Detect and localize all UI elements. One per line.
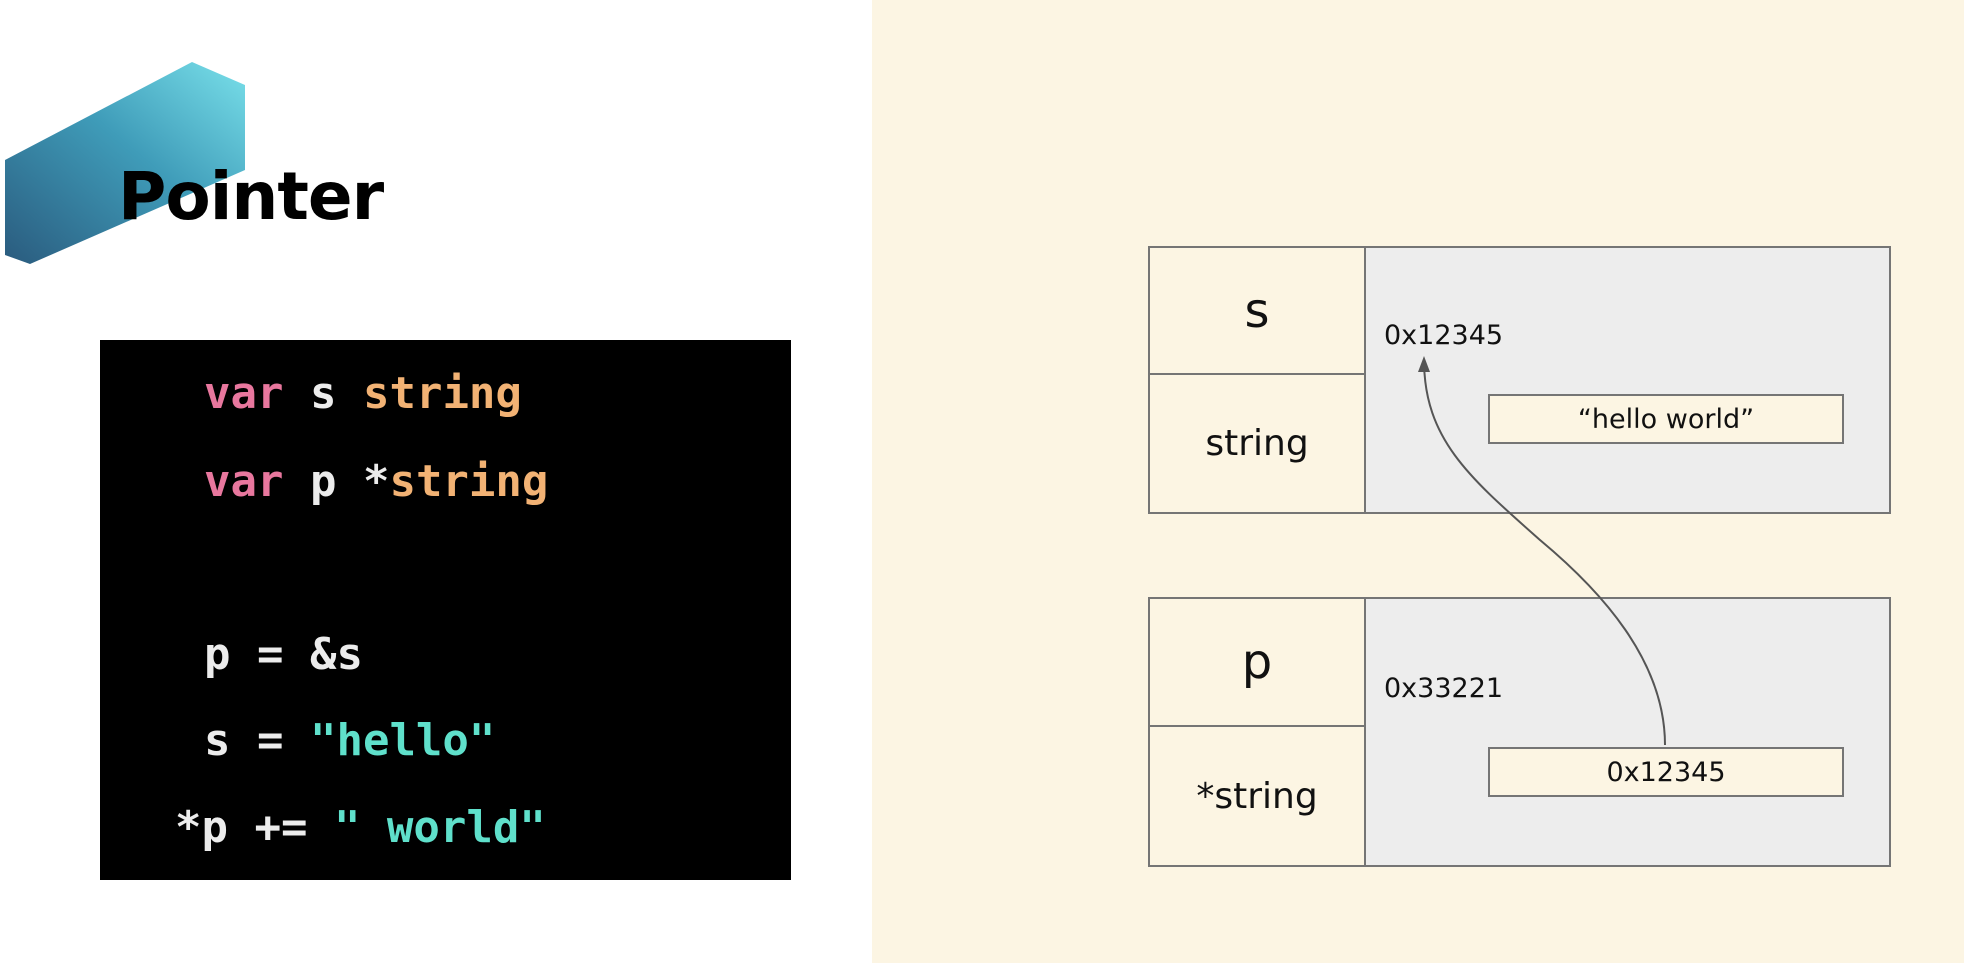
code-token: p = &s (204, 629, 363, 680)
memory-area (1366, 248, 1889, 512)
code-line: var p *string (204, 460, 548, 504)
memory-area (1366, 599, 1889, 865)
logo-icon (5, 62, 245, 264)
variable-name: s (1150, 248, 1366, 375)
code-token: var (204, 368, 284, 419)
variable-box-p: p *string 0x33221 0x12345 (1148, 597, 1891, 867)
code-token: string (362, 368, 522, 419)
code-token: *p += (175, 802, 334, 853)
code-token: s = (204, 715, 310, 766)
code-line: s = "hello" (204, 719, 495, 763)
left-pane: Pointer var s string var p *string p = &… (0, 0, 872, 963)
code-line: p = &s (204, 633, 363, 677)
address-label: 0x33221 (1384, 673, 1504, 704)
code-token: "hello" (309, 715, 496, 766)
address-label: 0x12345 (1384, 320, 1504, 351)
variable-type: string (1150, 375, 1366, 512)
pointer-arrow-line (1423, 361, 1666, 746)
value-box: “hello world” (1488, 394, 1844, 444)
code-token: s (283, 368, 363, 419)
code-line: *p += " world" (175, 806, 546, 850)
code-token: var (204, 456, 284, 507)
variable-type: *string (1150, 727, 1366, 865)
code-token: p * (283, 456, 390, 507)
variable-box-s: s string 0x12345 “hello world” (1148, 246, 1891, 514)
variable-name: p (1150, 599, 1366, 727)
code-token: " world" (333, 802, 546, 853)
code-block: var s string var p *string p = &s s = "h… (100, 340, 791, 880)
code-token: string (389, 456, 549, 507)
code-line: var s string (204, 372, 522, 416)
value-box: 0x12345 (1488, 747, 1844, 797)
page-title: Pointer (118, 158, 384, 235)
arrow-head-icon (1418, 356, 1430, 372)
